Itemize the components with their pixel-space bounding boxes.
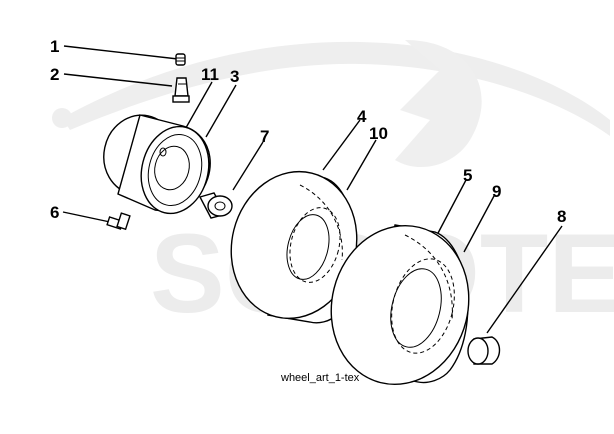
rear-tire-part — [330, 224, 470, 386]
callout-4: 4 — [357, 107, 367, 126]
callout-7: 7 — [260, 127, 269, 146]
rim-part — [103, 114, 211, 215]
bushing-part — [198, 192, 233, 219]
watermark-dot — [52, 108, 72, 128]
leader-lines — [62, 45, 563, 334]
callout-8: 8 — [557, 207, 566, 226]
callout-labels: 1 2 3 4 5 6 7 8 9 10 11 — [50, 37, 566, 226]
hub-cap-part — [467, 336, 501, 365]
callout-3: 3 — [230, 67, 239, 86]
valve-stem-part — [172, 77, 190, 103]
callout-1: 1 — [50, 37, 59, 56]
callout-10: 10 — [369, 124, 388, 143]
callout-2: 2 — [50, 65, 59, 84]
watermark-swoosh-logo — [62, 41, 610, 136]
bolt-part — [106, 212, 131, 231]
figure-caption: wheel_art_1-tex — [280, 372, 360, 384]
front-tire-part — [230, 170, 358, 324]
callout-5: 5 — [463, 166, 472, 185]
callout-6: 6 — [50, 203, 59, 222]
callout-9: 9 — [492, 182, 501, 201]
valve-cap-part — [175, 53, 186, 66]
callout-11: 11 — [201, 65, 219, 84]
watermark-emblem — [395, 40, 482, 168]
